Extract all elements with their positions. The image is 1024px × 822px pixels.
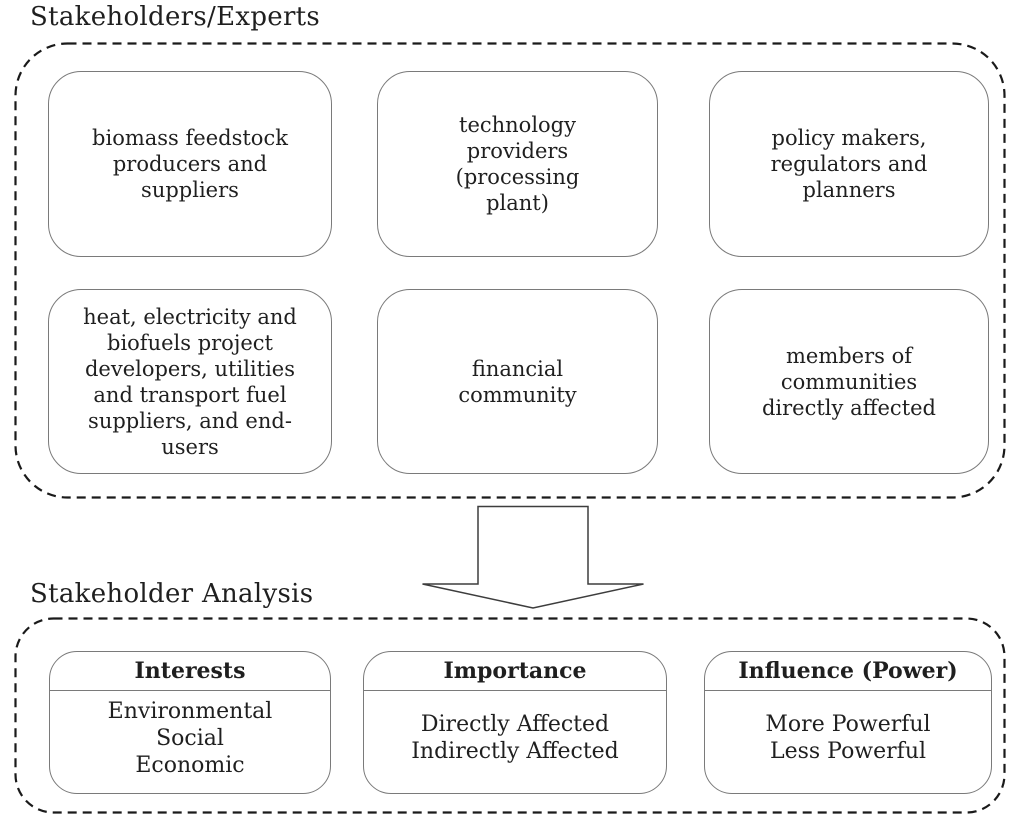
analysis-box-importance: Importance Directly Affected Indirectly …	[363, 651, 667, 794]
down-arrow-icon	[422, 505, 644, 609]
analysis-body-importance: Directly Affected Indirectly Affected	[411, 712, 619, 764]
analysis-container-border	[14, 617, 1006, 814]
stakeholder-box-technology-providers: technology providers (processing plant)	[377, 71, 658, 257]
analysis-body-interests: Environmental Social Economic	[107, 698, 273, 778]
analysis-header-importance: Importance	[364, 652, 666, 691]
analysis-header-interests: Interests	[50, 652, 330, 691]
analysis-body-influence-power: More Powerful Less Powerful	[765, 712, 931, 764]
analysis-header-influence-power: Influence (Power)	[705, 652, 991, 691]
stakeholder-box-biomass-feedstock: biomass feedstock producers and supplier…	[48, 71, 332, 257]
stakeholder-box-project-developers: heat, electricity and biofuels project d…	[48, 289, 332, 474]
analysis-box-influence-power: Influence (Power) More Powerful Less Pow…	[704, 651, 992, 794]
stakeholder-box-financial-community: financial community	[377, 289, 658, 474]
stakeholders-experts-title: Stakeholders/Experts	[30, 2, 321, 32]
stakeholder-box-policy-makers: policy makers, regulators and planners	[709, 71, 989, 257]
stakeholder-analysis-title: Stakeholder Analysis	[30, 579, 314, 609]
stakeholders-container-border	[14, 42, 1006, 499]
analysis-box-interests: Interests Environmental Social Economic	[49, 651, 331, 794]
stakeholder-box-community-members: members of communities directly affected	[709, 289, 989, 474]
